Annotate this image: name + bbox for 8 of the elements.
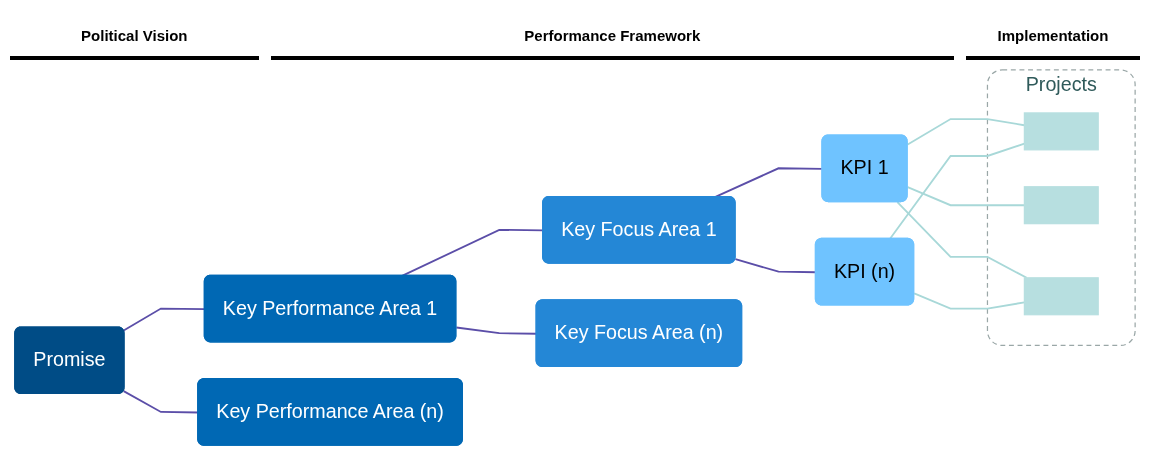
column-heading: Political Vision [10, 27, 259, 60]
node-box [1023, 186, 1099, 225]
node-box [1023, 277, 1099, 316]
node-box [1023, 112, 1099, 151]
connector [896, 201, 1028, 279]
column-heading: Implementation [966, 27, 1140, 60]
column-heading: Performance Framework [270, 27, 955, 60]
cluster: Projects [986, 69, 1136, 347]
